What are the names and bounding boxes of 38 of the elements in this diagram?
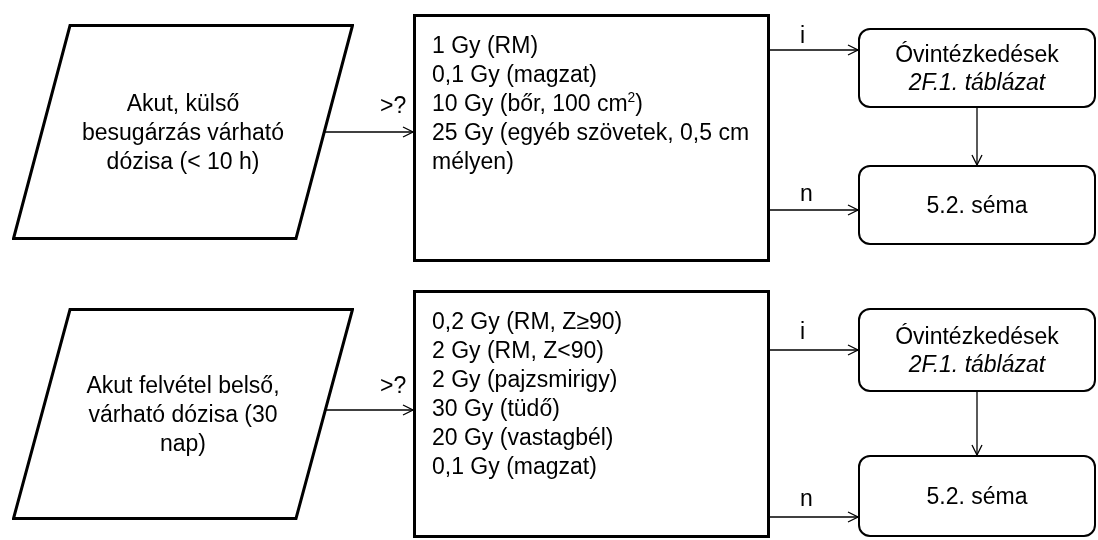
dose-line: 2 Gy (pajzsmirigy) (432, 365, 619, 394)
table-reference: 2F.1. táblázat (908, 68, 1046, 96)
edge-label: >? (380, 372, 407, 398)
result-box (858, 308, 1096, 392)
table-reference: 2F.1. táblázat (908, 350, 1046, 378)
dose-line: 0,1 Gy (magzat) (432, 452, 598, 481)
input-label: Akut, külső besugárzás várható dózisa (< 10 h) (81, 88, 285, 176)
arrow (769, 44, 859, 56)
edge-label: n (800, 485, 813, 511)
arrow (769, 204, 859, 216)
result-label: Óvintézkedések (895, 322, 1059, 350)
input-parallelogram (12, 308, 354, 520)
result-box (858, 28, 1096, 108)
result-box (858, 165, 1096, 245)
dose-line: 1 Gy (RM) (432, 31, 540, 60)
edge-label: n (800, 180, 813, 206)
dose-line: 2 Gy (RM, Z<90) (432, 336, 605, 365)
input-parallelogram (12, 24, 354, 240)
result-label: Óvintézkedések (895, 40, 1059, 68)
result-label: 5.2. séma (926, 482, 1028, 510)
result-box (858, 455, 1096, 537)
dose-line: 25 Gy (egyéb szövetek, 0,5 cm mélyen) (432, 118, 751, 176)
threshold-box (413, 290, 770, 538)
threshold-box (413, 14, 770, 262)
input-label: Akut felvétel belső, várható dózisa (30 nap) (85, 370, 281, 458)
result-label: 5.2. séma (926, 191, 1028, 219)
dose-line: 10 Gy (bőr, 100 cm$^{2}$) (432, 89, 644, 118)
edge-label: i (800, 22, 806, 48)
arrow (971, 391, 983, 456)
edge-label: i (800, 318, 806, 344)
dose-line: 0,2 Gy (RM, Z≥90) (432, 307, 624, 336)
arrow (769, 344, 859, 356)
arrow (769, 511, 859, 523)
edge-label: >? (380, 92, 407, 118)
dose-line: 20 Gy (vastagbél) (432, 423, 615, 452)
arrow (971, 107, 983, 166)
dose-line: 0,1 Gy (magzat) (432, 60, 598, 89)
dose-line: 30 Gy (tüdő) (432, 394, 561, 423)
